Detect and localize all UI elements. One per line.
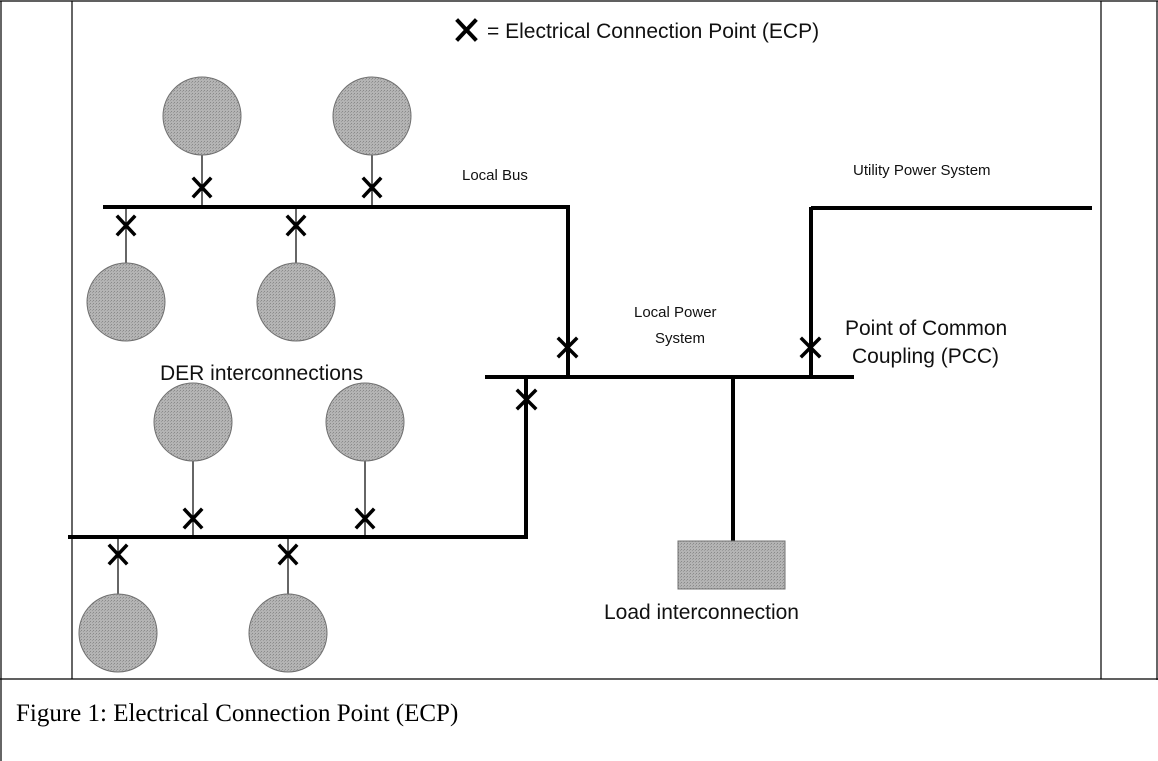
ecp-marker: [799, 336, 822, 359]
pcc-label-line2: Coupling (PCC): [852, 345, 999, 368]
local-power-label-line1: Local Power: [634, 304, 717, 321]
local-power-label-line2: System: [655, 330, 705, 347]
ecp-marker: [277, 543, 299, 566]
load-unit: [677, 540, 786, 590]
der-unit: [256, 262, 336, 342]
ecp-marker: [107, 543, 129, 566]
der-unit: [86, 262, 166, 342]
legend-text: = Electrical Connection Point (ECP): [487, 20, 819, 43]
local-bus-label: Local Bus: [462, 167, 528, 184]
ecp-marker: [515, 388, 538, 411]
ecp-marker: [556, 336, 579, 359]
der-unit: [78, 593, 158, 673]
der-label: DER interconnections: [160, 362, 363, 385]
ecp-marker: [361, 176, 383, 199]
der-drop-lines: [117, 154, 373, 595]
ecp-markers: [107, 176, 822, 566]
ecp-marker: [191, 176, 213, 199]
figure-caption: Figure 1: Electrical Connection Point (E…: [16, 700, 459, 727]
legend-ecp-icon: [455, 18, 478, 42]
ecp-marker: [182, 507, 204, 530]
utility-label: Utility Power System: [853, 162, 991, 179]
der-unit: [162, 76, 242, 156]
labels: Local Bus Utility Power System Local Pow…: [160, 162, 1007, 624]
der-units: [78, 76, 412, 673]
ecp-marker: [285, 214, 307, 237]
ecp-marker: [354, 507, 376, 530]
pcc-label-line1: Point of Common: [845, 317, 1007, 340]
load-label: Load interconnection: [604, 601, 799, 624]
der-unit: [153, 382, 233, 462]
der-unit: [332, 76, 412, 156]
der-unit: [325, 382, 405, 462]
ecp-marker: [115, 214, 137, 237]
der-unit: [248, 593, 328, 673]
legend: = Electrical Connection Point (ECP): [455, 18, 819, 43]
